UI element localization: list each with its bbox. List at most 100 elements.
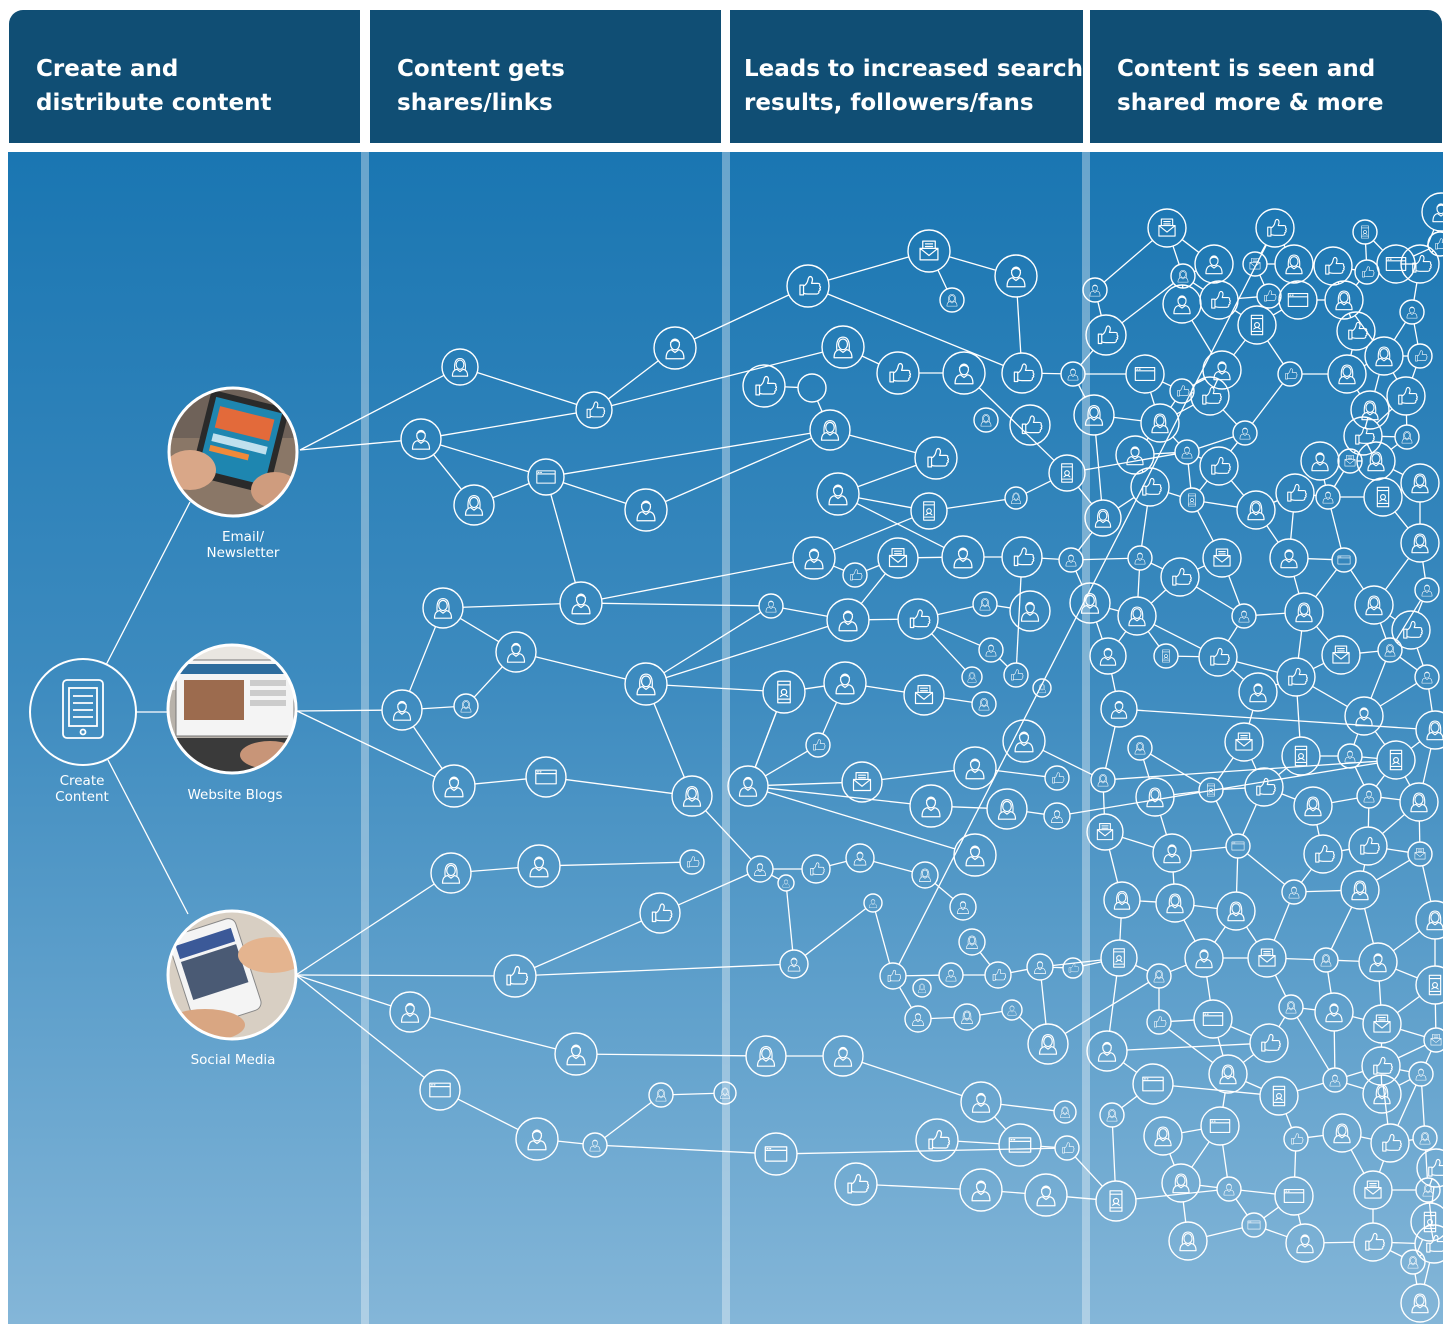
network-node	[1278, 280, 1318, 320]
network-link	[1187, 463, 1192, 489]
person-female-icon	[1094, 509, 1112, 528]
network-node	[527, 458, 565, 496]
network-node	[1001, 999, 1023, 1021]
network-node	[1060, 361, 1086, 387]
envelope-icon	[1430, 1034, 1442, 1046]
browser-window-icon	[1283, 1188, 1305, 1204]
network-node	[1410, 1202, 1443, 1242]
network-link	[596, 1053, 747, 1057]
network-node	[1200, 1106, 1240, 1146]
network-node	[1364, 336, 1404, 376]
network-link	[1350, 1149, 1365, 1174]
network-node	[1127, 735, 1153, 761]
network-node	[1416, 1148, 1443, 1188]
network-node	[582, 1132, 608, 1158]
person-icon	[833, 1046, 853, 1067]
network-node	[1284, 592, 1324, 632]
network-node	[1002, 719, 1046, 763]
network-link	[1394, 511, 1409, 529]
network-link	[1393, 321, 1407, 341]
network-node	[515, 1117, 559, 1161]
thumbs-up-icon	[810, 862, 825, 876]
network-link	[1307, 1134, 1324, 1139]
network-link	[1251, 383, 1284, 424]
network-node	[1314, 992, 1354, 1032]
network-node	[1194, 244, 1234, 284]
person-icon	[1181, 446, 1193, 459]
network-node	[1313, 246, 1353, 286]
network-link	[822, 701, 838, 735]
network-node	[1168, 1221, 1208, 1261]
network-link	[535, 656, 626, 680]
network-link	[299, 374, 445, 451]
network-node	[845, 843, 875, 873]
person-female-icon	[961, 1010, 973, 1024]
person-icon	[738, 776, 758, 797]
person-icon	[853, 851, 867, 866]
network-link	[1150, 562, 1164, 570]
network-link	[833, 517, 913, 551]
network-node	[1225, 833, 1251, 859]
person-icon	[411, 429, 431, 450]
network-node	[1073, 394, 1115, 436]
thumbs-up-icon	[1011, 669, 1024, 681]
network-link	[1397, 1044, 1426, 1059]
network-link	[1203, 501, 1238, 508]
person-female-icon	[451, 358, 469, 377]
network-link	[1001, 1190, 1026, 1195]
network-node	[1062, 957, 1084, 979]
network-link	[1117, 496, 1135, 509]
person-female-icon	[1365, 595, 1383, 616]
network-link	[1230, 1025, 1252, 1037]
thumbs-up-icon	[1013, 363, 1035, 383]
person-female-icon	[1247, 500, 1265, 521]
network-link	[931, 633, 966, 671]
network-node	[1032, 678, 1052, 698]
network-node	[1352, 219, 1378, 245]
network-node	[1293, 786, 1333, 826]
network-link	[1352, 1015, 1364, 1021]
network-node	[777, 874, 795, 892]
person-icon	[665, 338, 685, 360]
network-node	[1135, 777, 1175, 817]
thumbs-up-icon	[1210, 647, 1230, 666]
person-female-icon	[967, 672, 977, 683]
network-link	[1376, 408, 1393, 424]
network-link	[1273, 499, 1278, 504]
person-icon	[1110, 700, 1128, 719]
network-node	[1160, 557, 1200, 597]
network-link	[943, 697, 973, 703]
person-female-icon	[1146, 787, 1164, 808]
column-header-shares: Content gets shares/links	[370, 10, 721, 143]
network-node	[1281, 879, 1307, 905]
network-link	[1237, 296, 1258, 300]
network-link	[1374, 730, 1386, 746]
network-node	[1400, 1249, 1426, 1275]
network-link	[1390, 443, 1398, 450]
network-link	[1217, 757, 1234, 781]
thumbs-up-icon	[889, 362, 912, 383]
network-link	[1121, 282, 1174, 324]
network-link	[1113, 416, 1142, 422]
network-link	[1379, 682, 1418, 707]
person-icon	[782, 879, 790, 888]
network-link	[1374, 374, 1380, 392]
network-node	[1344, 696, 1384, 736]
network-node	[1281, 736, 1321, 776]
network-link	[1183, 919, 1196, 942]
person-icon	[1126, 446, 1144, 466]
network-link	[1227, 625, 1239, 642]
column-title: Content gets shares/links	[397, 56, 565, 116]
person-female-icon	[1285, 254, 1303, 275]
network-link	[786, 890, 794, 951]
network-node	[904, 1005, 932, 1033]
network-node	[1241, 1212, 1267, 1238]
network-link	[1333, 1030, 1336, 1069]
network-link	[1297, 1214, 1302, 1225]
network-link	[693, 294, 790, 340]
network-node	[453, 693, 479, 719]
person-female-icon	[1422, 1184, 1434, 1197]
person-icon	[571, 593, 591, 615]
network-node	[912, 978, 932, 998]
network-link	[1191, 319, 1213, 355]
